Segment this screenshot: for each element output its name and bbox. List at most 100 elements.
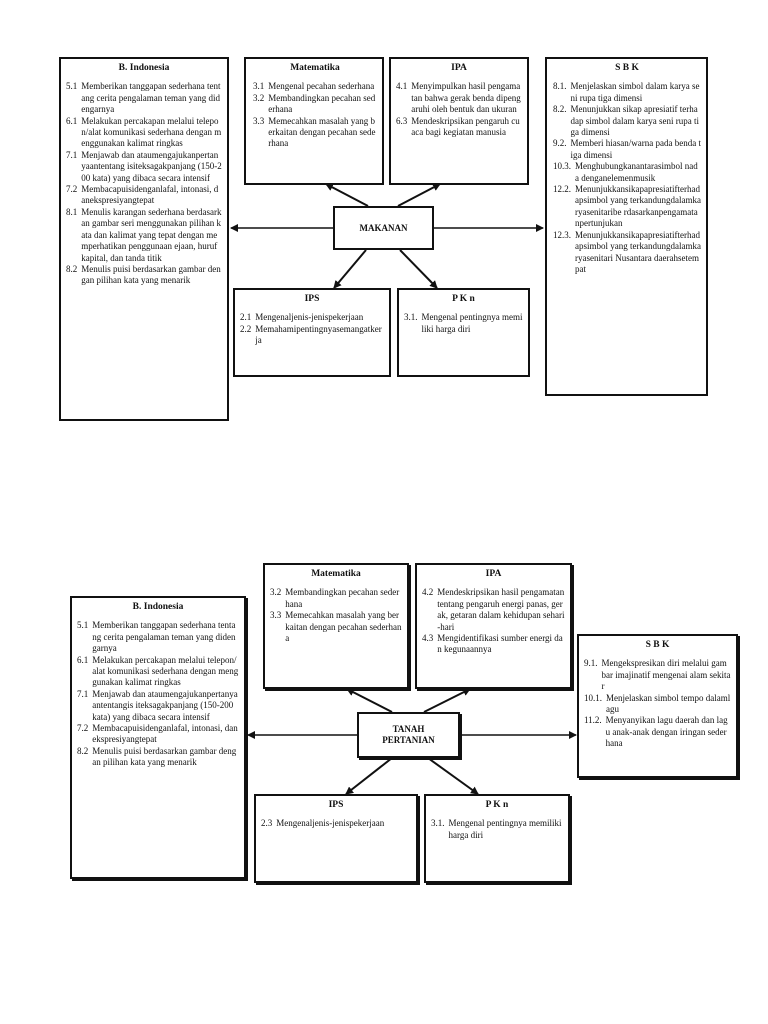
- competency-number: 4.2: [422, 587, 434, 598]
- competency-text: Menyimpulkan hasil pengamatan bahwa gera…: [411, 81, 521, 115]
- subject-title: IPS: [328, 800, 344, 810]
- competency-text: Menjawab dan ataumengajukanpertanyaanten…: [92, 688, 238, 722]
- subject-title: S B K: [615, 63, 639, 73]
- competency-text: Mengenaljenis-jenispekerjaan: [255, 312, 364, 323]
- competency-text: Menunjukkan sikap apresiatif terhadap si…: [570, 104, 699, 138]
- competency-text: Membandingkan pecahan sederhana: [268, 92, 376, 115]
- subject-title: S B K: [645, 640, 670, 650]
- competency-text: Membacapuisidenganlafal, intonasi, danek…: [92, 723, 238, 745]
- competency-number: 8.1: [66, 206, 78, 217]
- competency-text: Menyanyikan lagu daerah dan lagu anak-an…: [605, 715, 728, 749]
- competency-item: 8.2.Menunjukkan sikap apresiatif terhada…: [553, 104, 701, 138]
- arrow-to-pkn: [427, 757, 479, 795]
- competency-number: 3.3: [253, 115, 265, 126]
- competency-number: 3.2: [253, 92, 265, 103]
- competency-text: Membandingkan pecahan sederhana: [285, 587, 400, 609]
- competency-number: 7.2: [66, 184, 78, 195]
- subject-title: B. Indonesia: [118, 63, 170, 73]
- competency-number: 9.2.: [553, 138, 567, 149]
- competency-item: 10.1.Menjelaskan simbol tempo dalamlagu: [584, 693, 731, 716]
- competency-text: Menulis karangan sederhana berdasarkan g…: [81, 206, 222, 263]
- competency-text: Mengenal pecahan sederhana: [268, 81, 375, 92]
- subject-title: B. Indonesia: [132, 602, 184, 612]
- subject-title: Matematika: [311, 569, 361, 579]
- competency-number: 9.1.: [584, 658, 598, 669]
- competency-number: 3.2: [270, 587, 282, 598]
- competency-number: 2.1: [240, 312, 252, 323]
- competency-text: Mengenaljenis-jenispekerjaan: [276, 818, 385, 829]
- center-topic: TANAH PERTANIAN: [357, 712, 460, 758]
- competency-text: Melakukan percakapan melalui telepon/ala…: [92, 654, 239, 688]
- competency-number: 3.1.: [404, 312, 418, 323]
- competency-number: 7.1: [66, 149, 78, 160]
- competency-number: 12.2.: [553, 184, 571, 195]
- competency-text: Memberikan tanggapan sederhana tentang c…: [81, 81, 221, 115]
- competency-text: Menulis puisi berdasarkan gambar dengan …: [81, 263, 221, 286]
- competency-number: 7.1: [77, 688, 89, 699]
- competency-number: 8.2: [77, 745, 89, 756]
- competency-text: Menunjukkansikapapresiatifterhadapsimbol…: [575, 229, 701, 274]
- subject-title: IPA: [451, 63, 467, 73]
- center-topic-label: TANAH PERTANIAN: [382, 724, 435, 745]
- competency-number: 6.1: [77, 654, 89, 665]
- competency-text: Membacapuisidenganlafal, intonasi, danek…: [81, 184, 219, 206]
- competency-number: 8.2: [66, 263, 78, 274]
- competency-text: Mendeskripsikan hasil pengamatan tentang…: [437, 587, 565, 632]
- competency-number: 8.1.: [553, 81, 567, 92]
- competency-number: 4.3: [422, 633, 434, 644]
- competency-number: 5.1: [66, 81, 78, 92]
- competency-text: Mengenal pentingnya memiliki harga diri: [448, 818, 562, 840]
- competency-item: 11.2.Menyanyikan lagu daerah dan lagu an…: [584, 715, 731, 749]
- competency-text: Memecahkan masalah yang berkaitan dengan…: [268, 115, 376, 149]
- competency-number: 2.3: [261, 818, 273, 829]
- competency-number: 3.3: [270, 610, 282, 621]
- competency-number: 11.2.: [584, 715, 602, 726]
- competency-number: 3.1: [253, 81, 265, 92]
- competency-number: 4.1: [396, 81, 408, 92]
- arrow-to-ipa: [397, 183, 441, 207]
- competency-number: 10.3.: [553, 161, 571, 172]
- competency-text: Mendeskripsikan pengaruh cuaca bagi kegi…: [411, 115, 520, 138]
- competency-item: 3.1.Mengenal pentingnya memiliki harga d…: [404, 312, 523, 335]
- pkn-box: P K n 3.1.Mengenal pentingnya memiliki ha…: [397, 288, 530, 377]
- competency-text: Mengenal pentingnya memiliki harga diri: [421, 312, 523, 334]
- subject-title: P K n: [452, 294, 475, 304]
- competency-text: Memahamipentingnyasemangatkerja: [255, 323, 382, 346]
- competency-text: Memberi hiasan/warna pada benda tiga dim…: [570, 138, 701, 160]
- competency-number: 7.2: [77, 723, 89, 734]
- competency-item: 12.2.Menunjukkansikapapresiatifterhadaps…: [553, 184, 701, 230]
- competency-number: 8.2.: [553, 104, 567, 115]
- competency-number: 12.3.: [553, 229, 571, 240]
- arrow-to-matematika: [346, 688, 393, 713]
- competency-item: 3.1.Mengenal pentingnya memiliki harga d…: [431, 818, 563, 841]
- arrow-to-ips: [333, 249, 367, 289]
